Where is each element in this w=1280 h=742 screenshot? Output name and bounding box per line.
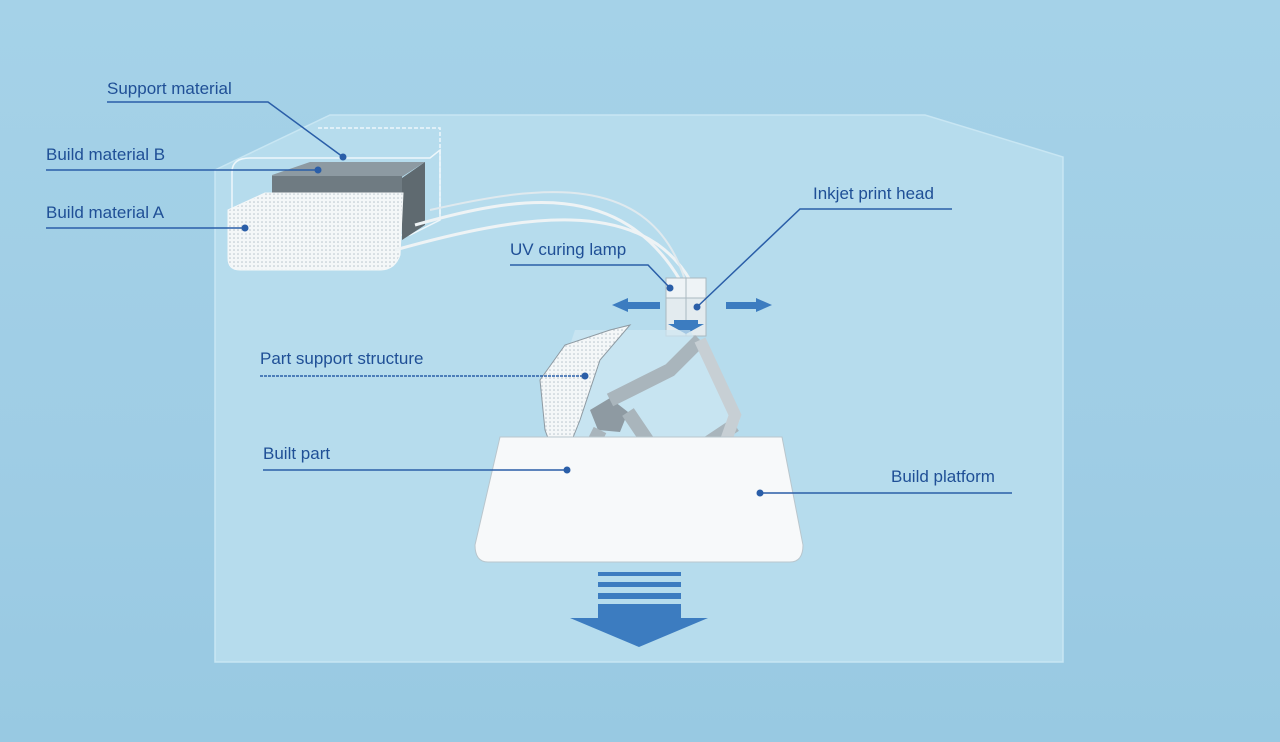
left-arrow-icon (612, 298, 660, 312)
material-tanks (227, 127, 692, 281)
leader-dots (241, 153, 764, 497)
label-support-material: Support material (107, 79, 232, 98)
label-built-part: Built part (263, 444, 331, 463)
right-arrow-icon (726, 298, 772, 312)
label-part-support-structure: Part support structure (260, 349, 424, 368)
down-arrow-icon (668, 320, 704, 334)
label-build-material-b: Build material B (46, 145, 166, 164)
label-uv-curing-lamp: UV curing lamp (510, 240, 627, 259)
label-build-platform: Build platform (891, 467, 995, 486)
build-platform (474, 436, 804, 647)
down-arrow-icon (570, 618, 708, 647)
label-build-material-a: Build material A (46, 203, 165, 222)
label-inkjet-print-head: Inkjet print head (813, 184, 934, 203)
leader-lines (46, 101, 1012, 494)
